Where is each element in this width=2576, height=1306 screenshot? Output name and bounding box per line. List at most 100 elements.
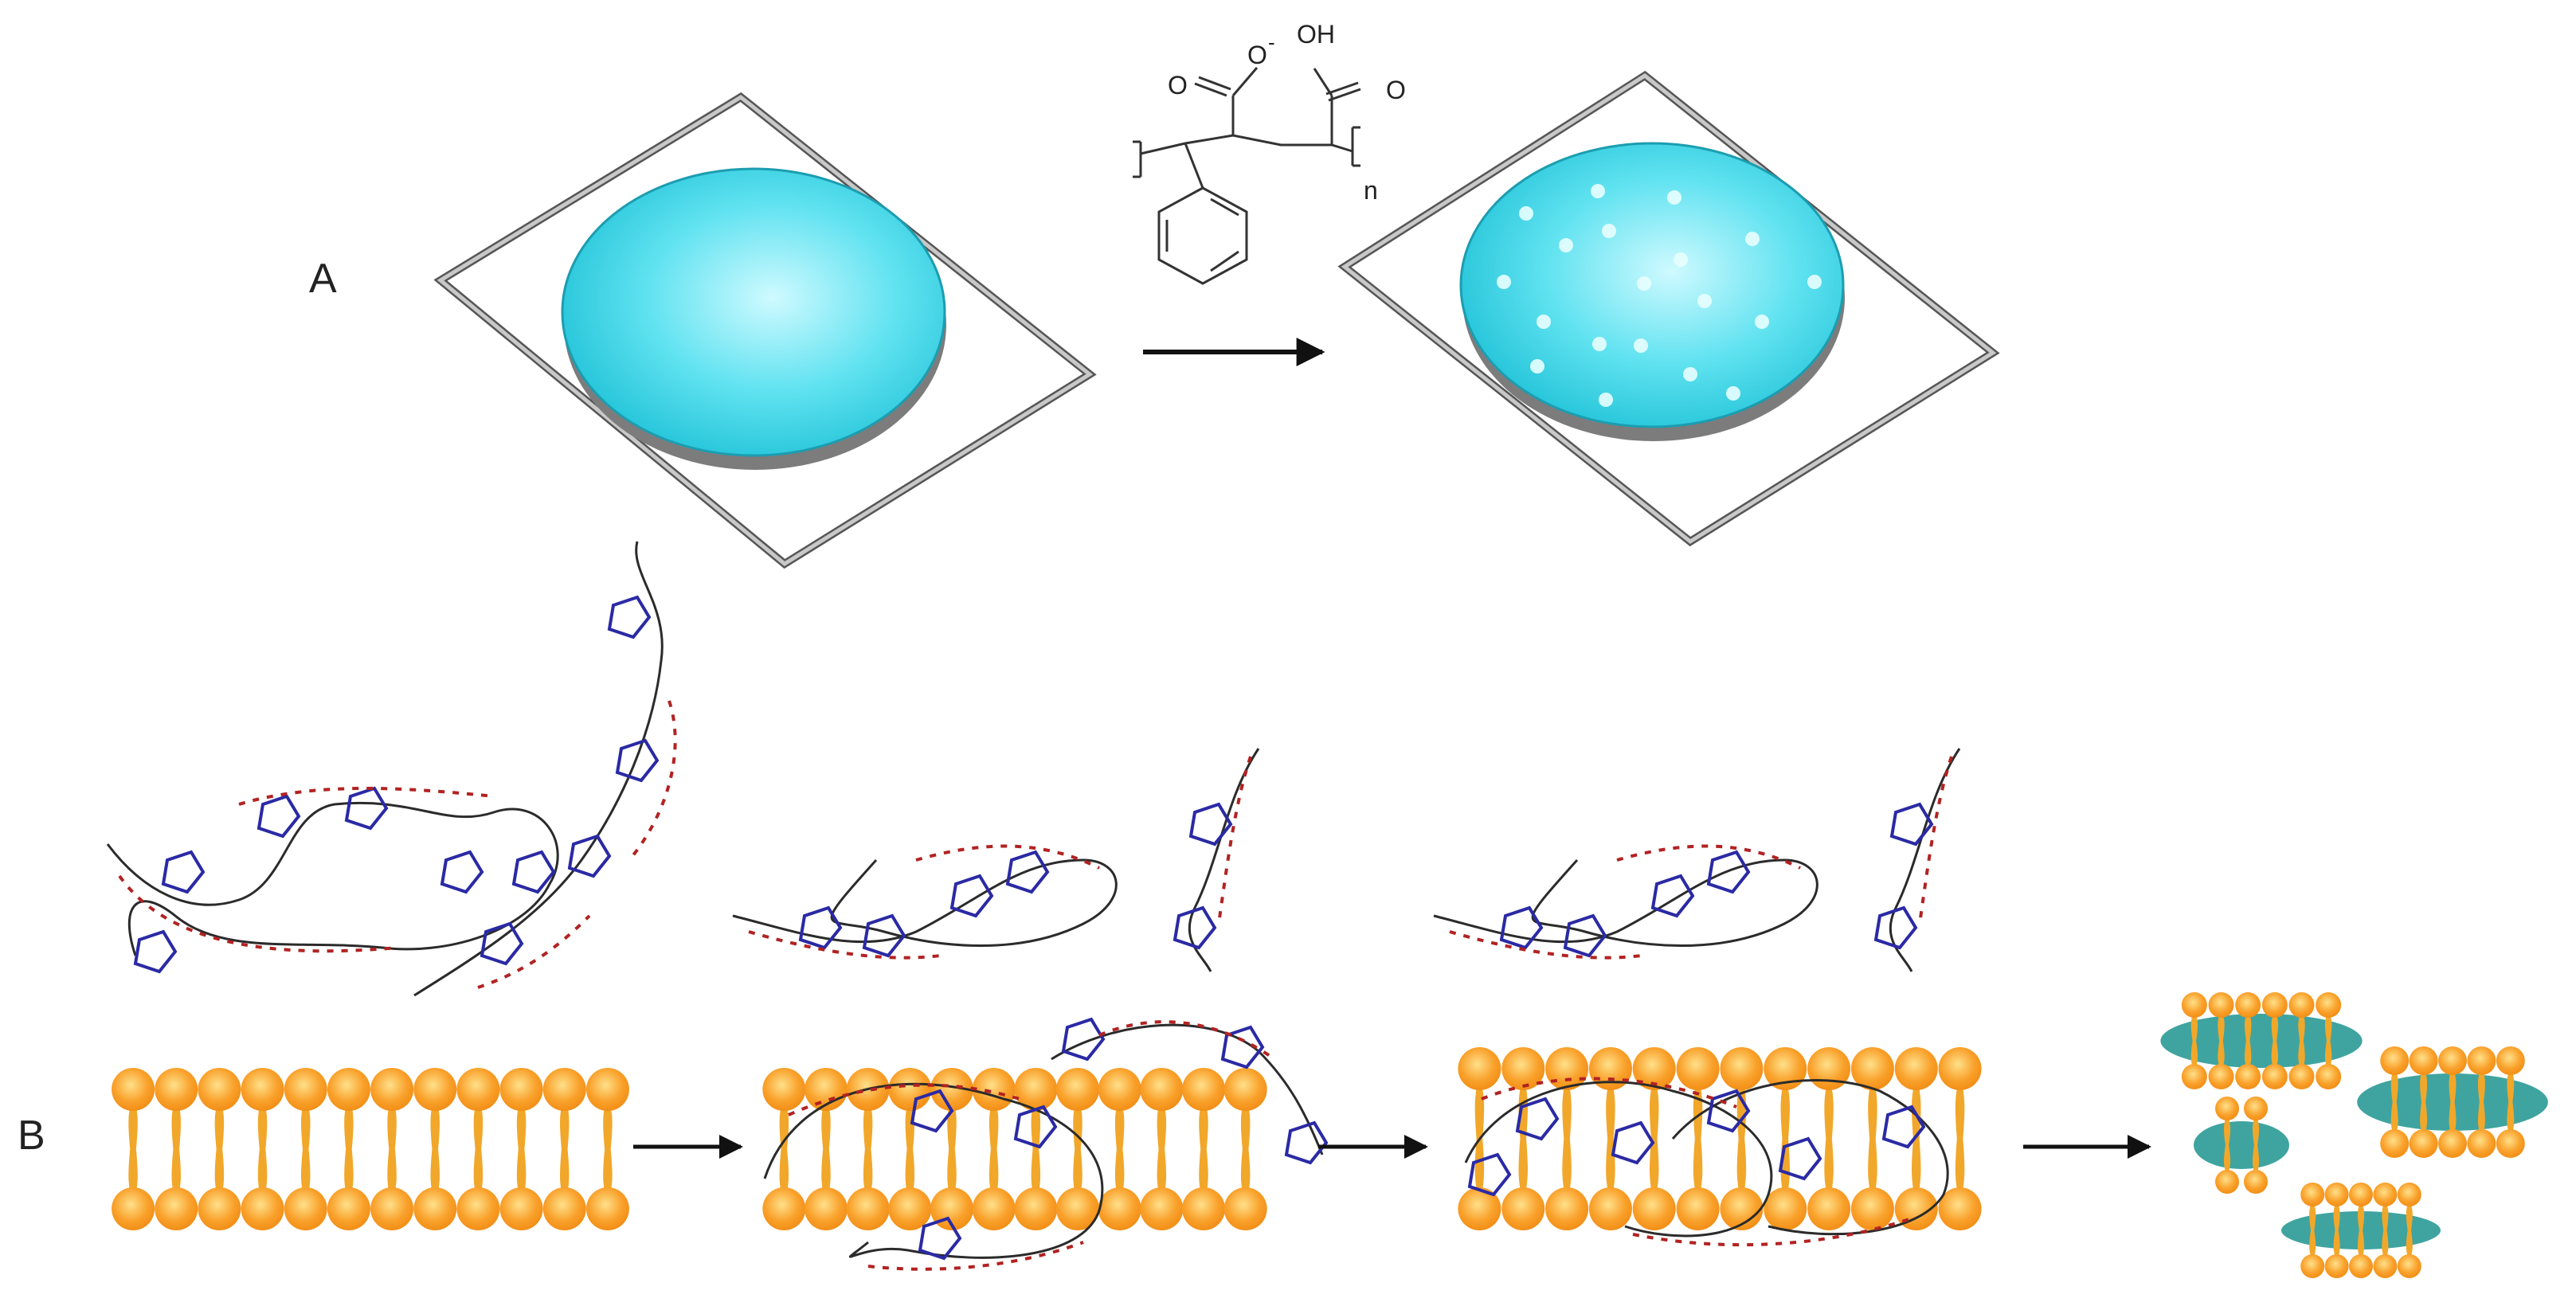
lipid-head: [155, 1187, 198, 1230]
lipid-head: [1850, 1187, 1894, 1230]
lipid-head: [2324, 1254, 2349, 1278]
lipid-head: [2409, 1129, 2438, 1158]
lipid-head: [2496, 1129, 2525, 1158]
lipid-head: [370, 1068, 414, 1111]
lipid-head: [2208, 992, 2234, 1018]
substrate-frame-right: [1337, 70, 2000, 547]
lipid-head: [2215, 1097, 2239, 1120]
lipid-head: [2467, 1046, 2496, 1075]
polymer-on-bilayer-2: [763, 1017, 1329, 1271]
nanodisc-small: [2194, 1097, 2289, 1194]
polymer-on-bilayer-3: [1464, 1077, 1949, 1247]
lipid-head: [1458, 1047, 1501, 1090]
lipid-head: [327, 1068, 370, 1111]
lipid-head: [762, 1068, 806, 1111]
lipid-head: [2380, 1046, 2410, 1075]
lipid-head: [456, 1068, 500, 1111]
lipid-head: [2380, 1129, 2410, 1158]
lipid-head: [762, 1187, 806, 1230]
lipid-head: [972, 1187, 1016, 1230]
lipid-head: [1632, 1047, 1676, 1090]
lipid-head: [2397, 1183, 2421, 1206]
lipid-head: [241, 1068, 284, 1111]
lipid-head: [2373, 1254, 2398, 1278]
nanodisc-dots: [1497, 184, 1822, 407]
lipid-head: [1056, 1068, 1099, 1111]
lipid-bilayer-polymer-insertion: [762, 1068, 1267, 1230]
lipid-head: [456, 1187, 500, 1230]
lipid-head: [1140, 1068, 1184, 1111]
lipid-head: [2235, 1064, 2261, 1089]
membrane-disc-left: [561, 167, 946, 470]
lipid-head: [2181, 1064, 2207, 1089]
nanodisc-top: [2160, 992, 2363, 1089]
lipid-head: [1014, 1068, 1058, 1111]
lipid-head: [1938, 1187, 1982, 1230]
lipid-head: [2316, 992, 2342, 1018]
polymer-chain-right: [1433, 748, 1961, 972]
lipid-head: [1720, 1187, 1764, 1230]
lipid-head: [2324, 1183, 2349, 1206]
lipid-head: [2349, 1254, 2373, 1278]
lipid-head: [1223, 1068, 1267, 1111]
lipid-head: [2409, 1046, 2438, 1075]
lipid-head: [2244, 1170, 2268, 1194]
lipid-head: [585, 1068, 629, 1111]
lipid-head: [1676, 1187, 1720, 1230]
lipid-head: [327, 1187, 370, 1230]
lipid-head: [198, 1187, 241, 1230]
lipid-head: [499, 1187, 543, 1230]
lipid-head: [1223, 1187, 1267, 1230]
lipid-head: [284, 1068, 327, 1111]
lipid-head: [1014, 1187, 1058, 1230]
lipid-head: [413, 1068, 457, 1111]
sma-belt: [2194, 1121, 2289, 1169]
lipid-head: [2288, 1064, 2315, 1089]
lipid-head: [1056, 1187, 1099, 1230]
lipid-head: [155, 1068, 198, 1111]
lipid-head: [2300, 1183, 2325, 1206]
lipid-head: [112, 1187, 155, 1230]
lipid-head: [542, 1068, 586, 1111]
lipid-head: [370, 1187, 414, 1230]
lipid-head: [2244, 1097, 2268, 1120]
lipid-head: [1676, 1047, 1720, 1090]
lipid-head: [1632, 1187, 1676, 1230]
lipid-head: [2261, 1064, 2288, 1089]
lipid-head: [2438, 1046, 2467, 1075]
carbonyl-left: O: [1168, 71, 1188, 100]
carboxylate-charge: -: [1268, 30, 1275, 54]
lipid-head: [413, 1187, 457, 1230]
lipid-head: [2208, 1064, 2234, 1089]
lipid-head: [1588, 1187, 1632, 1230]
lipid-head: [1764, 1047, 1807, 1090]
carboxylate-oxygen: O: [1247, 41, 1267, 69]
lipid-head: [241, 1187, 284, 1230]
lipid-head: [1938, 1047, 1982, 1090]
substrate-frame-left: [433, 92, 1097, 569]
lipid-head: [972, 1068, 1016, 1111]
lipid-head: [1764, 1187, 1807, 1230]
lipid-head: [1850, 1047, 1894, 1090]
lipid-head: [2300, 1254, 2325, 1278]
lipid-head: [2467, 1129, 2496, 1158]
polymer-chain-middle: [732, 748, 1260, 972]
lipid-head: [2235, 992, 2261, 1018]
lipid-head: [2181, 992, 2207, 1018]
structure-text: O - OH O O n: [1168, 20, 1406, 205]
lipid-head: [1807, 1187, 1851, 1230]
nanodisc-right: [2357, 1046, 2548, 1158]
lipid-head: [805, 1187, 848, 1230]
lipid-head: [1807, 1047, 1851, 1090]
lipid-head: [2496, 1046, 2525, 1075]
lipid-head: [112, 1068, 155, 1111]
membrane-disc-right: [1459, 142, 1845, 441]
lipid-head: [2438, 1129, 2467, 1158]
lipid-head: [1458, 1187, 1501, 1230]
sma-chemical-structure: [1133, 67, 1361, 285]
lipid-head: [1894, 1047, 1938, 1090]
lipid-head: [1182, 1187, 1225, 1230]
lipid-head: [888, 1187, 932, 1230]
lipid-bilayer-polymer-embedded: [1458, 1047, 1982, 1230]
